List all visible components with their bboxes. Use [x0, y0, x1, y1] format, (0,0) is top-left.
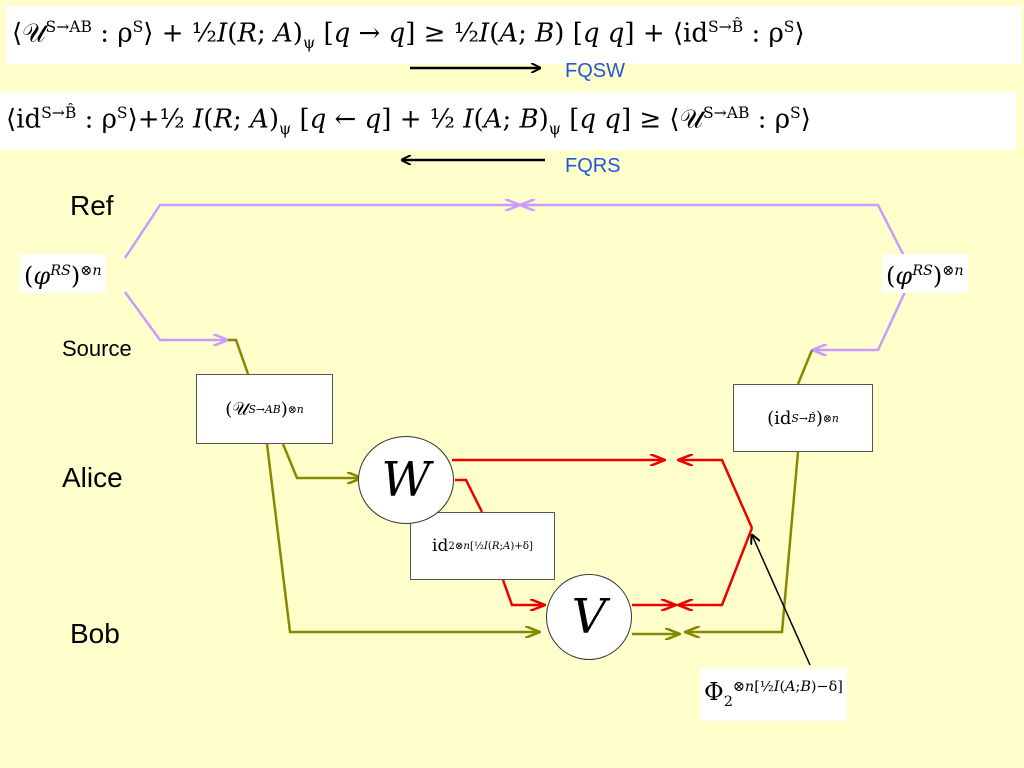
- fqsw-label: FQSW: [565, 60, 625, 82]
- w-operator: W: [358, 436, 454, 524]
- ebit-label: Φ2⊗n[½I(A;B)−δ]: [700, 668, 847, 721]
- ref-label: Ref: [70, 190, 114, 221]
- bob-label: Bob: [70, 618, 120, 649]
- classical-wires: [452, 460, 754, 605]
- reference-wires: [123, 205, 907, 350]
- quantum-wires: [228, 338, 814, 634]
- source-label: Source: [62, 336, 132, 361]
- fqrs-label: FQRS: [565, 155, 621, 177]
- state-left: (φRS)⊗n: [20, 254, 106, 293]
- v-operator: V: [546, 574, 632, 660]
- ebit-pointer: [752, 535, 811, 666]
- alice-label: Alice: [62, 462, 123, 493]
- equation-fqsw: ⟨𝒰S→AB : ρS⟩ + ½I(R; A)ψ [q → q] ≥ ½I(A;…: [6, 6, 1022, 64]
- state-right: (φRS)⊗n: [882, 254, 968, 293]
- equation-fqrs: ⟨idS→B̂ : ρS⟩+½ I(R; A)ψ [q ← q] + ½ I(A…: [0, 92, 1016, 150]
